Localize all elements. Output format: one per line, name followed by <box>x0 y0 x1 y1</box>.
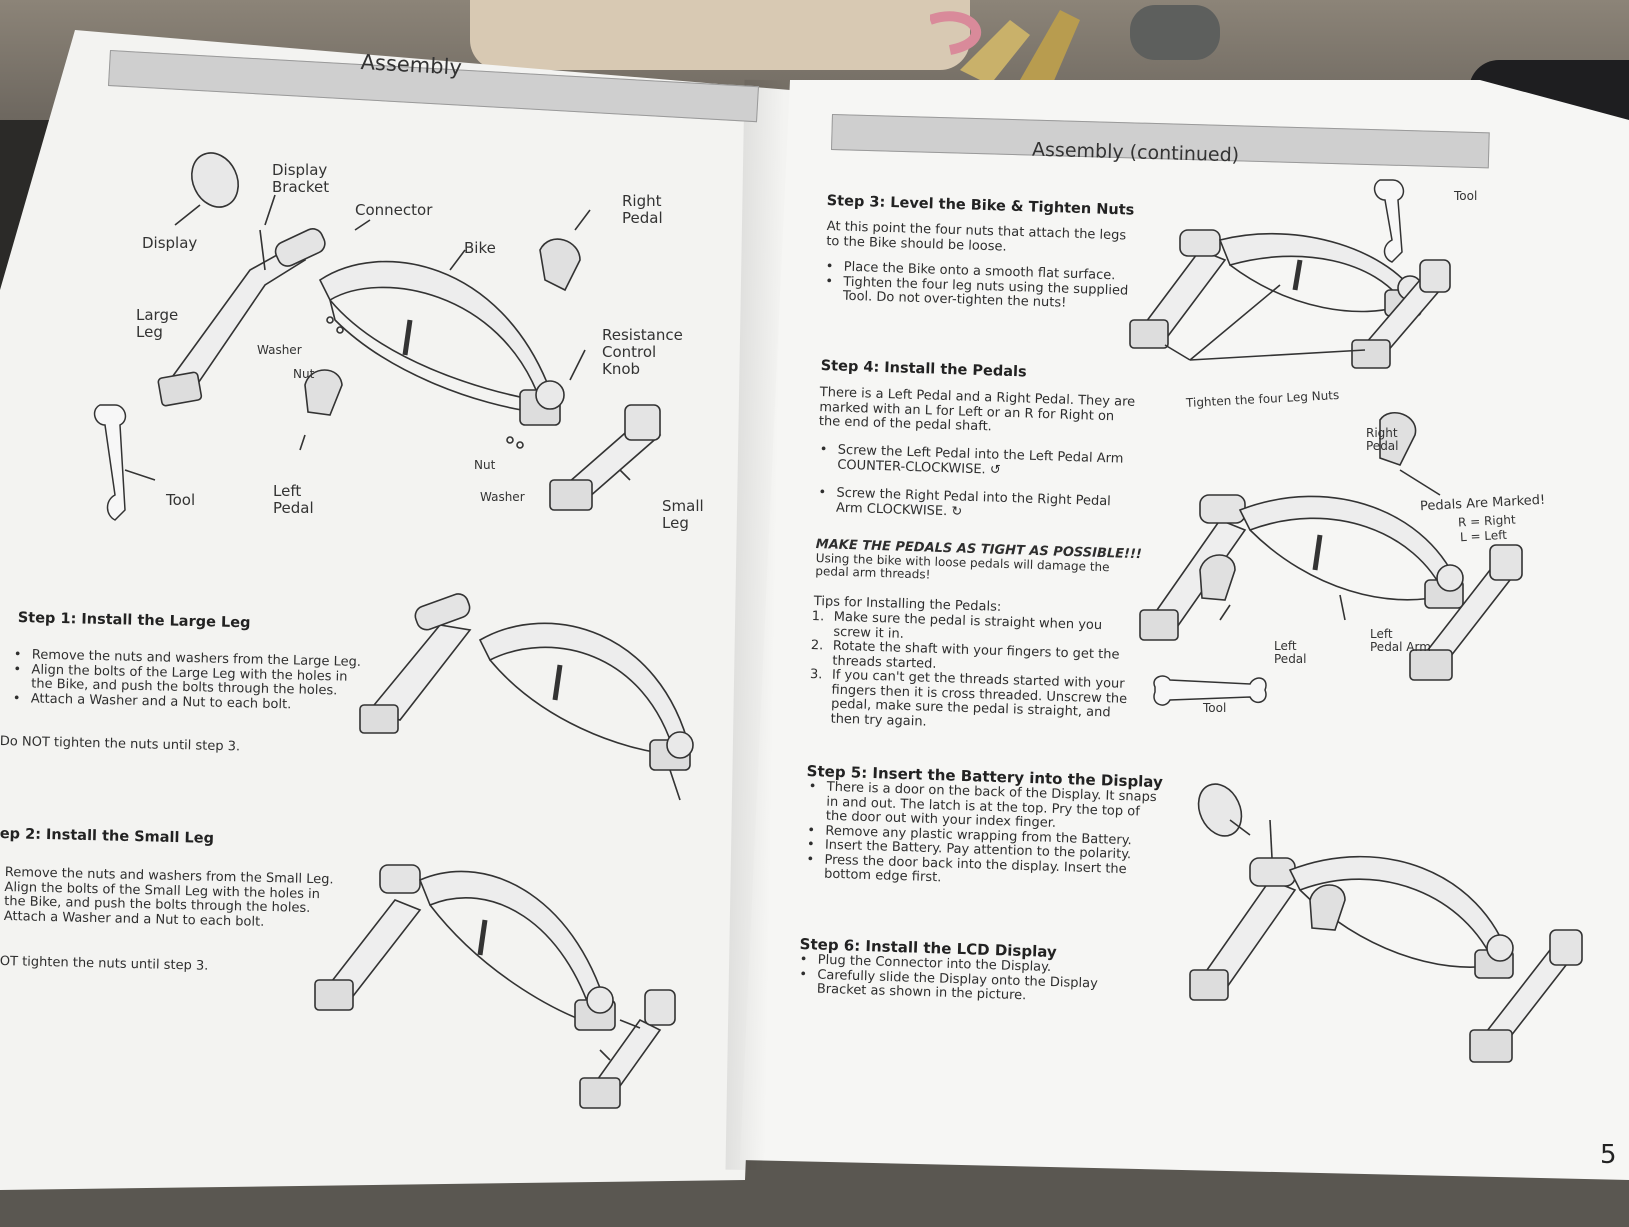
label-nut: Nut <box>293 367 315 381</box>
label-display: Display <box>142 234 198 252</box>
label-left-pedal: Left Pedal <box>273 482 314 517</box>
step1-diagram <box>359 593 694 801</box>
step2-body: Remove the nuts and washers from the Sma… <box>4 865 334 931</box>
step3-tool-label: Tool <box>1454 189 1478 203</box>
step4-tool-label: Tool <box>1203 701 1227 715</box>
label-nut-2: Nut <box>474 458 496 472</box>
step6-diagram <box>1189 783 1583 1063</box>
label-connector: Connector <box>355 201 433 219</box>
step4-tip: 3.If you can't get the threads started w… <box>809 666 1128 730</box>
clockwise-icon: ↻ <box>951 503 963 520</box>
step4-left-pedal-label: Left Pedal <box>1274 639 1307 666</box>
step4-right-pedal-label: Right Pedal <box>1366 426 1399 453</box>
step2-diagram <box>314 864 676 1109</box>
step5-body: There is a door on the back of the Displ… <box>802 780 1160 893</box>
step4-body: Screw the Left Pedal into the Left Pedal… <box>814 443 1126 525</box>
left-header-title: Assembly <box>360 50 463 80</box>
desk-pad <box>470 0 970 70</box>
step4-left-pedal-arm-label: Left Pedal Arm <box>1370 627 1431 654</box>
label-washer: Washer <box>257 343 302 357</box>
exploded-bike-diagram <box>93 152 662 521</box>
keys-on-desk <box>930 5 1220 90</box>
label-resistance-knob: Resistance Control Knob <box>602 326 683 378</box>
step4-tool-wrench <box>1153 675 1267 706</box>
right-header-title: Assembly (continued) <box>1031 138 1240 167</box>
step4-diagram <box>1139 411 1523 681</box>
label-right-pedal: Right Pedal <box>622 192 663 227</box>
step3-diagram <box>1129 179 1451 369</box>
label-display-bracket: Display Bracket <box>272 161 330 196</box>
step1-body: Remove the nuts and washers from the Lar… <box>9 647 390 715</box>
label-small-leg: Small Leg <box>662 497 704 532</box>
counter-clockwise-icon: ↺ <box>989 461 1001 478</box>
label-washer-2: Washer <box>480 490 525 504</box>
label-tool: Tool <box>166 491 196 509</box>
label-large-leg: Large Leg <box>136 306 179 341</box>
step4-tips: 1.Make sure the pedal is straight when y… <box>808 609 1141 736</box>
label-bike: Bike <box>464 239 496 257</box>
step4-l-left: L = Left <box>1459 527 1508 545</box>
page-number: 5 <box>1600 1140 1617 1170</box>
